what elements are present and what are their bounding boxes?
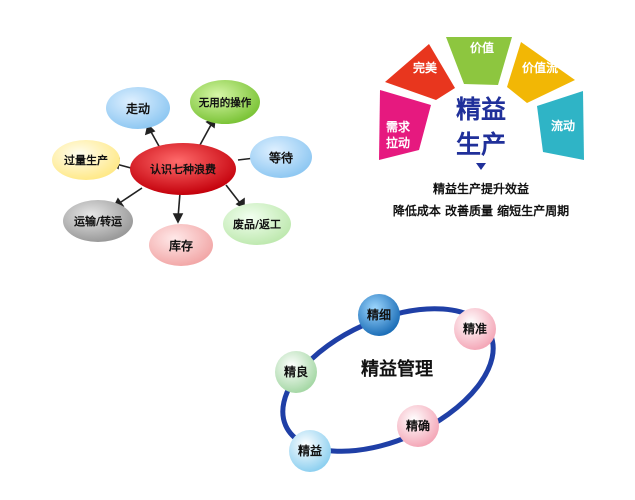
inventory-bubble <box>149 224 213 266</box>
useless-operations-bubble <box>190 80 260 124</box>
lean-production-title-2: 生产 <box>456 130 506 159</box>
lean-management-title: 精益管理 <box>361 358 433 380</box>
node-excellent-label: 精良 <box>284 364 308 379</box>
rework-bubble <box>223 203 291 245</box>
node-fine-label: 精细 <box>367 307 391 322</box>
seven-wastes-center-label: 认识七种浪费 <box>150 162 216 176</box>
inventory-label: 库存 <box>169 238 193 253</box>
lean-management: 精细 精准 精确 精益 精良 精益管理 <box>275 294 496 472</box>
gauge-segment-demand-pull <box>379 90 431 160</box>
segment-label-flow: 流动 <box>551 118 575 133</box>
segment-label-demand-pull-1: 需求 <box>386 119 411 134</box>
waste-map: 走动 无用的操作 等待 废品/返工 库存 运输/转运 过量生产 认识七种浪费 <box>52 80 312 266</box>
walking-label: 走动 <box>126 101 150 116</box>
gauge-segment-perfect <box>385 44 455 100</box>
gauge-segment-value <box>446 37 512 85</box>
node-precise-label: 精准 <box>463 321 487 336</box>
gauge-segment-flow <box>537 91 584 160</box>
gauge-segment-value-stream <box>507 42 575 103</box>
segment-label-demand-pull-2: 拉动 <box>386 135 410 150</box>
lean-production-title-1: 精益 <box>456 95 506 124</box>
transport-bubble <box>63 200 133 242</box>
waiting-bubble <box>250 136 312 178</box>
overproduction-label: 过量生产 <box>64 153 108 167</box>
segment-label-value: 价值 <box>470 40 494 55</box>
lean-subtitle-2: 降低成本 改善质量 缩短生产周期 <box>393 203 569 218</box>
node-accurate-bubble <box>397 405 439 447</box>
lean-subtitle-1: 精益生产提升效益 <box>433 181 529 196</box>
node-lean-label: 精益 <box>298 443 322 458</box>
walking-bubble <box>106 87 170 129</box>
seven-wastes-center <box>130 143 236 195</box>
overproduction-bubble <box>52 140 120 180</box>
useless-operations-label: 无用的操作 <box>198 96 252 109</box>
segment-label-perfect: 完美 <box>413 60 438 75</box>
transport-label: 运输/转运 <box>74 214 122 228</box>
node-lean-bubble <box>289 430 331 472</box>
segment-label-value-stream: 价值流 <box>522 60 558 75</box>
lean-gauge: 需求 拉动 完美 价值 价值流 流动 精益 生产 精益生产提升效益 降低成本 改… <box>379 37 584 218</box>
node-accurate-label: 精确 <box>406 418 430 433</box>
waiting-label: 等待 <box>268 150 293 165</box>
rework-label: 废品/返工 <box>233 217 281 231</box>
pointer-icon <box>476 163 486 170</box>
node-excellent-bubble <box>275 351 317 393</box>
node-fine-bubble <box>358 294 400 336</box>
node-precise-bubble <box>454 308 496 350</box>
